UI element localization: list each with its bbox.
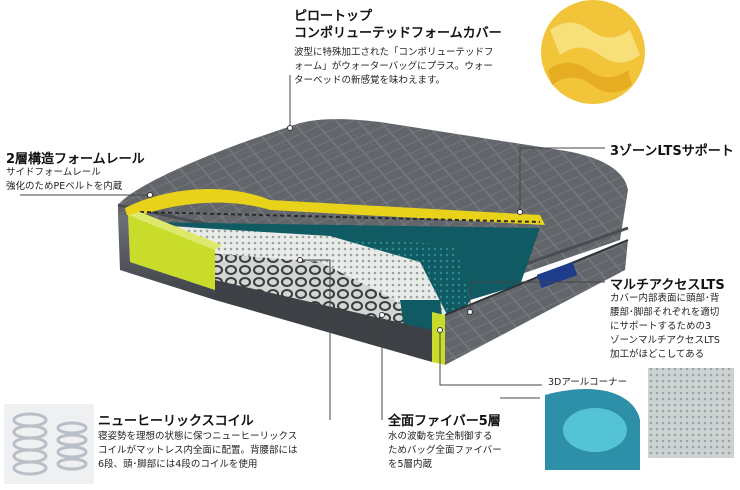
- rail-description: サイドフォームレール 強化のためPEベルトを内蔵: [6, 167, 123, 192]
- quilted-top-cover: [117, 119, 629, 290]
- callout-dots: [147, 125, 523, 333]
- coil-title: ニューヒーリックスコイル: [98, 414, 254, 429]
- coil-description: 寝姿勢を理想の状態に保つニューヒーリックス コイルがマットレス内全面に配置。背腰…: [98, 431, 298, 470]
- foam-rail-left: [128, 212, 222, 290]
- fiber-title: 全面ファイバー5層: [388, 414, 501, 429]
- multi-access-title: マルチアクセスLTS: [610, 278, 725, 293]
- coil-photo: [4, 404, 94, 484]
- pillowtop-title: ピロートップ コンポリューテッドフォームカバー: [294, 8, 502, 42]
- pillowtop-title-line2: コンポリューテッドフォームカバー: [294, 26, 502, 41]
- corner-label: 3Dアールコーナー: [548, 377, 628, 388]
- callout-lines: [20, 75, 605, 420]
- convoluted-foam-photo: [541, 0, 645, 104]
- mattress-side-panels: [118, 215, 629, 365]
- pillowtop-title-line1: ピロートップ: [294, 9, 373, 24]
- foam-rail-front: [432, 312, 445, 365]
- rail-title: 2層構造フォームレール: [6, 152, 145, 167]
- fiber-description: 水の波動を完全制御する ためバッグ全面ファイバー を5層内蔵: [388, 431, 502, 470]
- zone-title: 3ゾーンLTSサポート: [610, 144, 734, 159]
- multi-access-description: カバー内部表面に頭部･背 腰部･脚部それぞれを適切 にサポートするための3 ゾー…: [610, 293, 720, 360]
- pillowtop-description: 波型に特殊加工された「コンポリューテッドフ ォーム」がウォーターバッグにプラス。…: [294, 47, 494, 86]
- brand-label: [536, 261, 578, 289]
- cutaway-layers: [125, 188, 545, 340]
